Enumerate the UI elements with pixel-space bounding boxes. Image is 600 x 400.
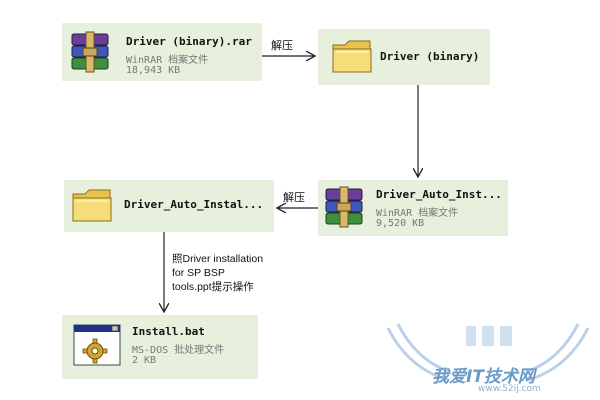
arrow-label-instruction: 照Driver installation for SP BSP tools.pp… [172,252,263,294]
file-size: 18,943 KB [126,65,181,76]
file-type: WinRAR 档案文件 [376,208,459,219]
watermark-url: www.52ij.com [478,384,541,394]
arrow-label-extract-1: 解压 [271,40,293,52]
file-tile-driver-auto-inst-rar[interactable]: Driver_Auto_Inst... WinRAR 档案文件 9,520 KB [318,180,508,236]
file-size: 9,520 KB [376,218,425,229]
file-name: Driver_Auto_Inst... [376,188,502,201]
winrar-archive-icon [325,186,363,228]
batch-file-gear-icon [73,324,121,366]
file-type: WinRAR 档案文件 [126,55,209,66]
instruction-line-3: tools.ppt提示操作 [172,281,254,293]
file-name: Driver (binary).rar [126,35,252,48]
file-tile-driver-binary-rar[interactable]: Driver (binary).rar WinRAR 档案文件 18,943 K… [62,23,262,81]
folder-tile-driver-binary[interactable]: Driver (binary) [318,29,490,85]
file-tile-install-bat[interactable]: Install.bat MS-DOS 批处理文件 2 KB [62,315,258,379]
folder-icon [332,40,372,73]
folder-tile-driver-auto-install[interactable]: Driver_Auto_Instal... [64,180,274,232]
folder-name: Driver_Auto_Instal... [124,198,264,211]
folder-name: Driver (binary) [380,50,480,63]
file-type: MS-DOS 批处理文件 [132,345,225,356]
file-size: 2 KB [132,355,157,366]
folder-icon [72,189,112,222]
instruction-line-2: for SP BSP [172,267,225,279]
watermark-wings-logo [386,323,590,382]
watermark-text: 我爱IT技术网 [432,367,535,387]
instruction-line-1: 照Driver installation [172,253,264,265]
file-name: Install.bat [132,325,205,338]
winrar-archive-icon [71,31,109,73]
arrow-label-extract-2: 解压 [283,192,305,204]
